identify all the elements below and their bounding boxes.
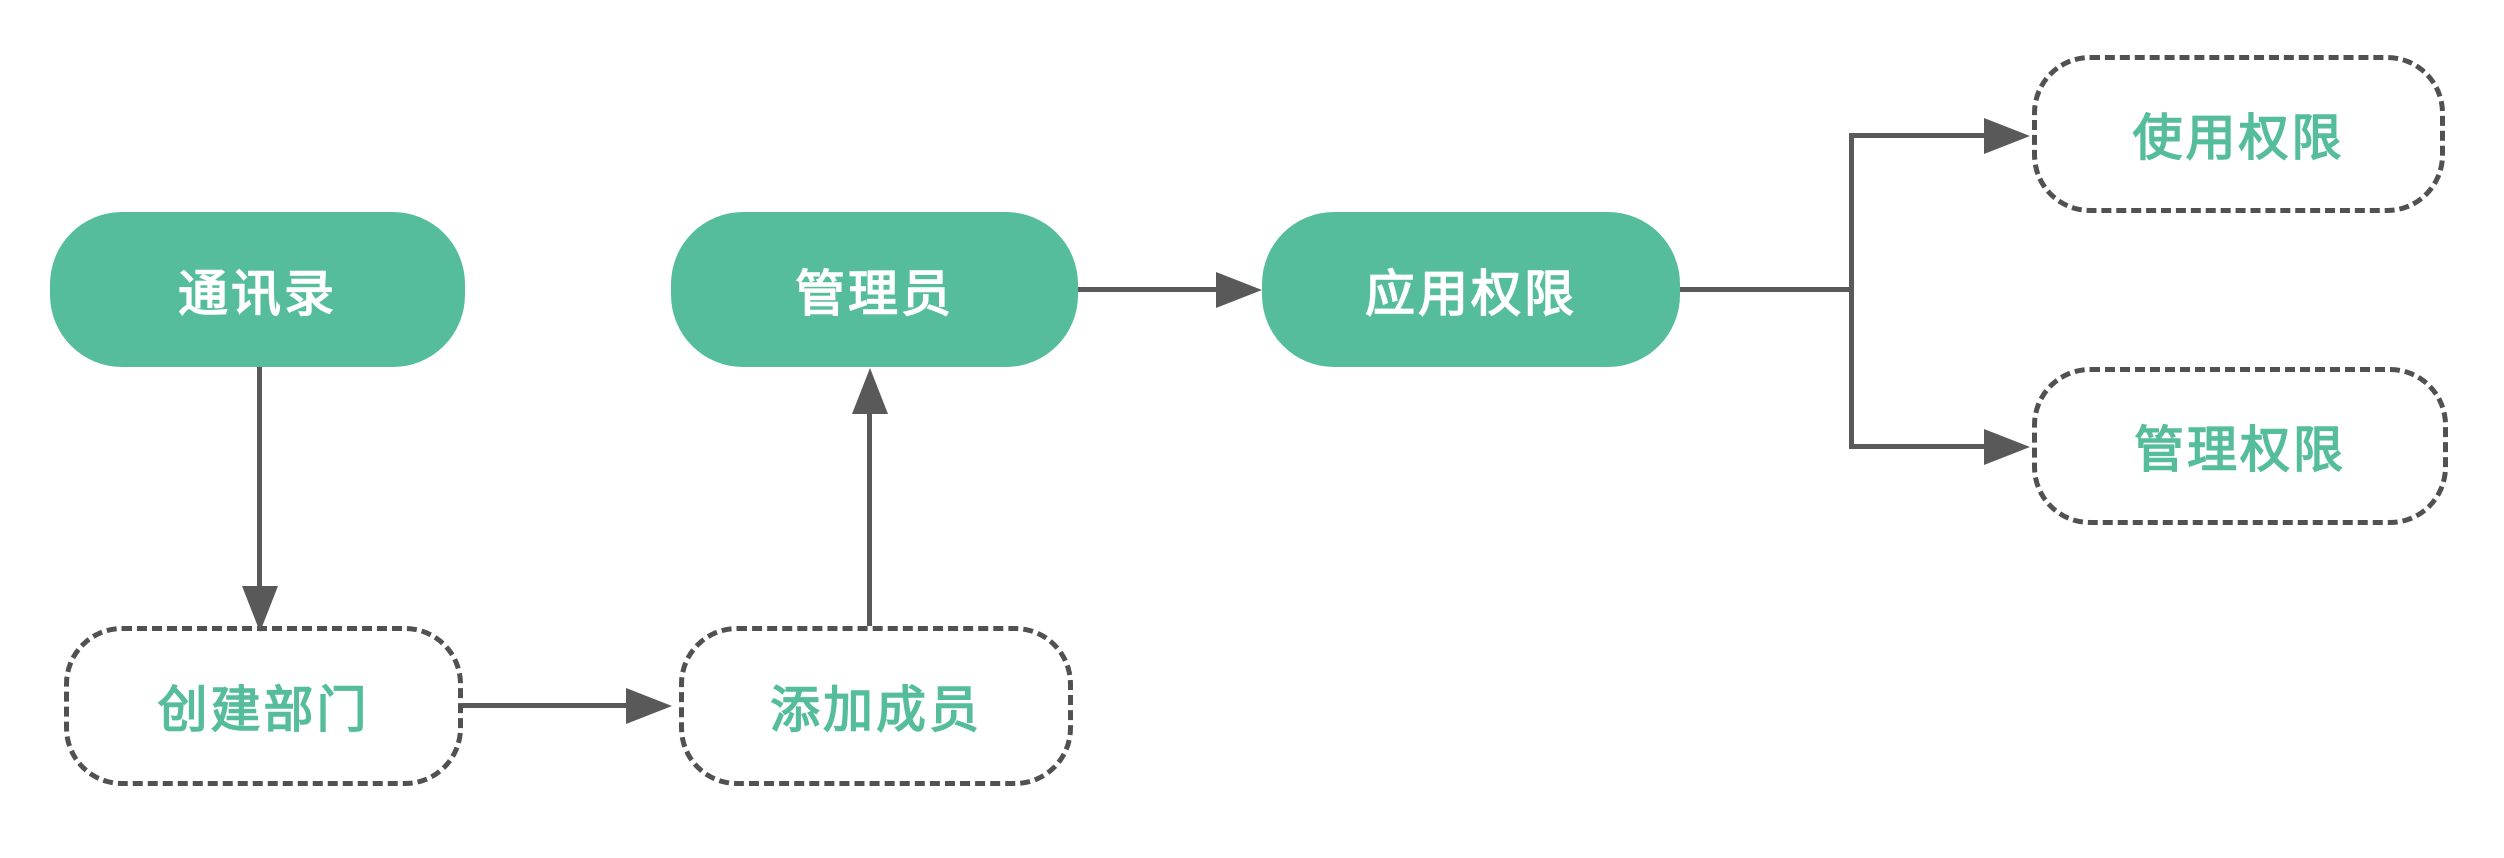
edge-app-permissions-usage-permission-arrowhead [1984, 118, 2030, 154]
node-app-permissions-label: 应用权限 [1365, 265, 1577, 322]
edge-contacts-create-department-line [257, 367, 262, 589]
node-admin: 管理员 [671, 212, 1078, 367]
edge-app-permissions-manage-permission-line [1849, 444, 1986, 449]
node-add-members: 添加成员 [679, 626, 1073, 786]
edge-add-members-admin-line [867, 412, 872, 626]
node-create-department-label: 创建部门 [157, 682, 370, 738]
edge-admin-app-permissions-line [1078, 287, 1218, 292]
edge-admin-app-permissions-arrowhead [1216, 272, 1262, 308]
node-usage-permission-label: 使用权限 [2132, 110, 2345, 166]
edge-create-department-add-members-arrowhead [626, 688, 672, 724]
edge-app-permissions-usage-permission-line [1849, 133, 1986, 138]
node-manage-permission-label: 管理权限 [2134, 422, 2346, 478]
edge-add-members-admin-arrowhead [852, 368, 888, 414]
node-app-permissions: 应用权限 [1262, 212, 1680, 367]
node-contacts: 通讯录 [50, 212, 465, 367]
node-create-department: 创建部门 [64, 626, 463, 786]
node-admin-label: 管理员 [795, 265, 954, 322]
node-manage-permission: 管理权限 [2032, 367, 2448, 525]
edge-app-permissions-manage-permission-arrowhead [1984, 429, 2030, 465]
node-add-members-label: 添加成员 [770, 682, 982, 738]
edge-app-permissions-branch-vertical-line [1849, 133, 1854, 449]
node-contacts-label: 通讯录 [178, 265, 337, 322]
edge-app-permissions-branch-trunk-line [1680, 287, 1854, 292]
edge-contacts-create-department-arrowhead [242, 586, 278, 632]
node-usage-permission: 使用权限 [2032, 55, 2445, 213]
edge-create-department-add-members-line [462, 703, 628, 708]
